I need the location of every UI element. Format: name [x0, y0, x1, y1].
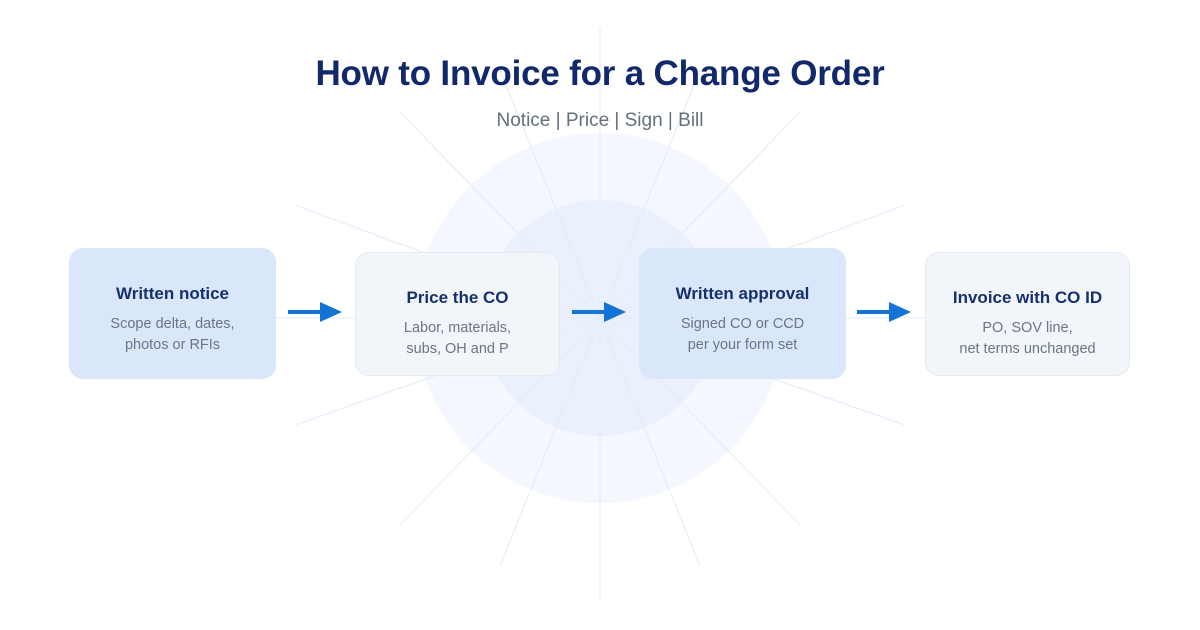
flow-step-3-card[interactable]: Written approval Signed CO or CCD per yo…: [639, 248, 846, 379]
flow-step-4-desc-line2: net terms unchanged: [959, 341, 1096, 357]
flow-step-2-title: Price the CO: [406, 288, 509, 307]
arrow-right-icon: [572, 302, 626, 322]
flow-step-3-desc-line2: per your form set: [687, 337, 798, 353]
flow-step-2-card[interactable]: Price the CO Labor, materials, subs, OH …: [355, 252, 560, 376]
header: How to Invoice for a Change Order Notice…: [0, 52, 1200, 134]
flow-step-2-desc-line1: Labor, materials,: [403, 320, 512, 336]
flow-step-2-desc-line2: subs, OH and P: [406, 341, 509, 357]
flow-connector-3: [857, 297, 913, 327]
flow-step-3-desc-line1: Signed CO or CCD: [680, 316, 805, 332]
arrow-right-icon: [288, 302, 342, 322]
flow-step-4-card[interactable]: Invoice with CO ID PO, SOV line, net ter…: [925, 252, 1130, 376]
flow-step-1-desc-line1: Scope delta, dates,: [110, 316, 235, 332]
flow-step-4-title: Invoice with CO ID: [952, 288, 1103, 307]
arrow-right-icon: [857, 302, 911, 322]
flow-connector-1: [288, 297, 344, 327]
flow-step-1-desc-line2: photos or RFIs: [124, 337, 221, 353]
flow-step-1-card[interactable]: Written notice Scope delta, dates, photo…: [69, 248, 276, 379]
flow-step-3-title: Written approval: [675, 284, 810, 303]
page-subtitle: Notice | Price | Sign | Bill: [496, 110, 704, 131]
flow-step-4-desc-line1: PO, SOV line,: [982, 320, 1073, 336]
page-title: How to Invoice for a Change Order: [315, 54, 885, 93]
flow-connector-2: [572, 297, 628, 327]
flow-step-1-title: Written notice: [115, 284, 230, 303]
